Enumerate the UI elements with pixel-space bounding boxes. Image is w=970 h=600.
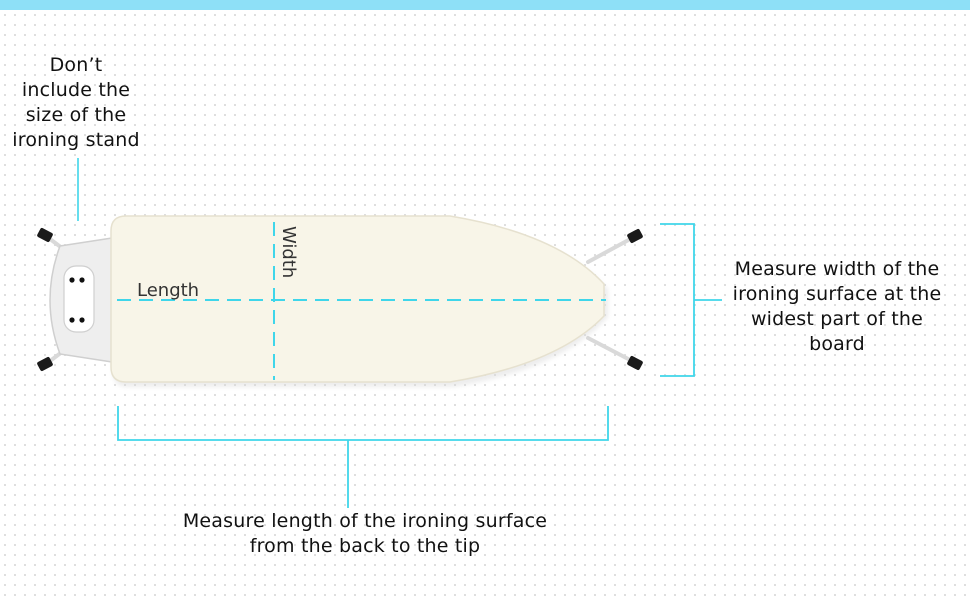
leg-cap-icon [627,229,643,243]
width-bracket [660,223,722,377]
length-bracket [117,406,609,508]
width-note-line: widest part of the [750,308,924,330]
length-label: Length [137,280,199,301]
width-note-line: ironing surface at the [732,283,942,305]
length-note-line: Measure length of the ironing surface [182,510,548,532]
stand-note-line: include the [21,79,131,101]
stand-note: Don’t include the size of the ironing st… [0,53,152,153]
width-note-line: Measure width of the [734,258,940,280]
leg-cap-icon [37,228,53,242]
top-accent-bar [0,0,970,10]
length-note-line: from the back to the tip [249,535,481,557]
stand-note-line: ironing stand [12,129,140,151]
leg-cap-icon [37,357,53,371]
stand-note-line: size of the [25,104,127,126]
leg-cap-icon [627,356,643,370]
width-label: Width [278,226,299,278]
width-note: Measure width of the ironing surface at … [712,257,962,357]
iron-rest-stand [49,237,117,363]
ironing-board-surface [110,215,605,383]
length-note: Measure length of the ironing surface fr… [150,509,580,559]
right-legs [586,229,643,370]
stand-note-line: Don’t [49,54,103,76]
width-note-line: board [809,333,865,355]
